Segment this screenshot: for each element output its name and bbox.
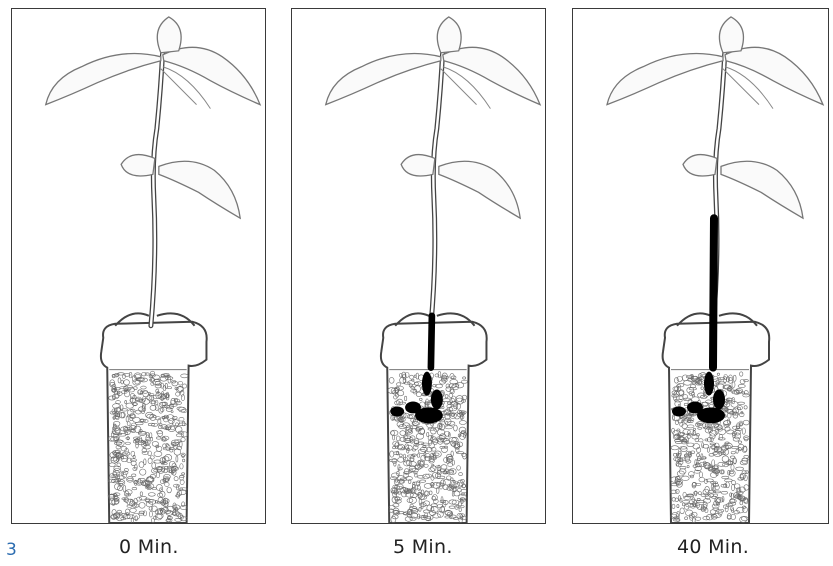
figure-number: 3 xyxy=(6,540,17,560)
panel-0-min xyxy=(11,8,266,524)
caption-40-min: 40 Min. xyxy=(677,536,749,558)
caption-0-min: 0 Min. xyxy=(119,536,179,558)
caption-5-min: 5 Min. xyxy=(393,536,453,558)
panel-40-min xyxy=(572,8,829,524)
seedling xyxy=(46,17,260,326)
panel-5-min xyxy=(291,8,546,524)
plant-illustration xyxy=(573,9,828,523)
plant-illustration xyxy=(292,9,545,523)
plant-illustration xyxy=(12,9,265,523)
seedling xyxy=(326,17,540,326)
